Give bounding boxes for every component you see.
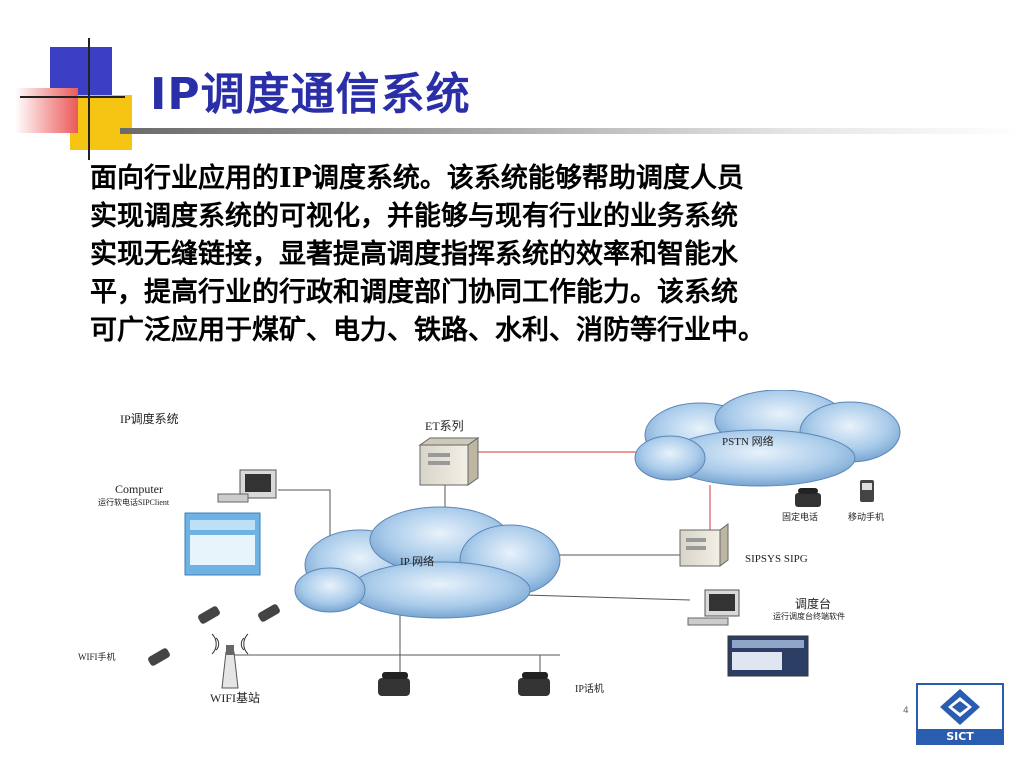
ip-phone-icon-2 bbox=[518, 672, 550, 696]
ip-phone-label: IP话机 bbox=[575, 682, 604, 695]
deco-yellow-square bbox=[70, 95, 132, 150]
fixed-phone-icon bbox=[795, 488, 821, 507]
wifi-signal-icon bbox=[211, 633, 249, 655]
console-label: 调度台 bbox=[795, 596, 831, 611]
computer-sublabel: 运行软电话SIPClient bbox=[98, 497, 170, 507]
ip-cloud-label: IP 网络 bbox=[400, 554, 434, 568]
pstn-links bbox=[470, 451, 711, 530]
deco-vertical-line bbox=[88, 38, 90, 160]
sipsys-server-icon bbox=[679, 523, 729, 567]
paragraph-line: 实现调度系统的可视化，并能够与现有行业的业务系统 bbox=[90, 201, 738, 232]
deco-red-square bbox=[15, 88, 78, 133]
wifi-base-station-icon bbox=[221, 645, 239, 689]
console-sublabel: 运行调度台终端软件 bbox=[773, 611, 845, 621]
console-screenshot bbox=[727, 635, 809, 677]
computer-label: Computer bbox=[115, 482, 163, 496]
et-server-icon bbox=[418, 437, 480, 486]
ip-phone-icon-1 bbox=[378, 672, 410, 696]
wifi-base-label: WIFI基站 bbox=[210, 691, 260, 705]
link-computer-ip bbox=[278, 489, 331, 545]
computer-icon bbox=[217, 469, 277, 503]
sipsys-label: SIPSYS SIPG bbox=[745, 553, 808, 565]
sict-logo: SICT bbox=[916, 683, 1004, 745]
page-title: IP调度通信系统 bbox=[150, 69, 471, 120]
link-ip-console bbox=[524, 594, 691, 601]
diagram-caption: IP调度系统 bbox=[120, 411, 179, 426]
console-computer-icon bbox=[687, 589, 740, 626]
mobile-phone-icon bbox=[860, 480, 874, 502]
pstn-cloud-label: PSTN 网络 bbox=[722, 434, 774, 448]
deco-horizontal-line bbox=[20, 96, 125, 98]
softphone-screenshot bbox=[184, 512, 261, 576]
pstn-cloud bbox=[634, 390, 901, 487]
page-number: 4 bbox=[903, 706, 909, 716]
title-underline bbox=[120, 128, 1024, 134]
paragraph-line: 实现无缝链接，显著提高调度指挥系统的效率和智能水 bbox=[90, 239, 738, 270]
paragraph-line: 可广泛应用于煤矿、电力、铁路、水利、消防等行业中。 bbox=[90, 315, 765, 346]
sict-logo-mark: SICT bbox=[918, 685, 1002, 743]
ip-cloud bbox=[294, 506, 561, 619]
fixed-phone-label: 固定电话 bbox=[782, 511, 818, 522]
wifi-handset-icons bbox=[148, 604, 280, 666]
paragraph-line: 面向行业应用的IP调度系统。该系统能够帮助调度人员 bbox=[90, 163, 744, 194]
description-paragraph: 面向行业应用的IP调度系统。该系统能够帮助调度人员 实现调度系统的可视化，并能够… bbox=[90, 160, 950, 350]
mobile-phone-label: 移动手机 bbox=[848, 511, 884, 522]
network-diagram: IP调度系统 PSTN 网络 IP 网络 bbox=[78, 390, 901, 705]
wifi-phone-label: WIFI手机 bbox=[78, 651, 116, 662]
et-label: ET系列 bbox=[425, 419, 464, 433]
logo-text: SICT bbox=[946, 730, 974, 743]
paragraph-line: 平，提高行业的行政和调度部门协同工作能力。该系统 bbox=[90, 277, 738, 308]
